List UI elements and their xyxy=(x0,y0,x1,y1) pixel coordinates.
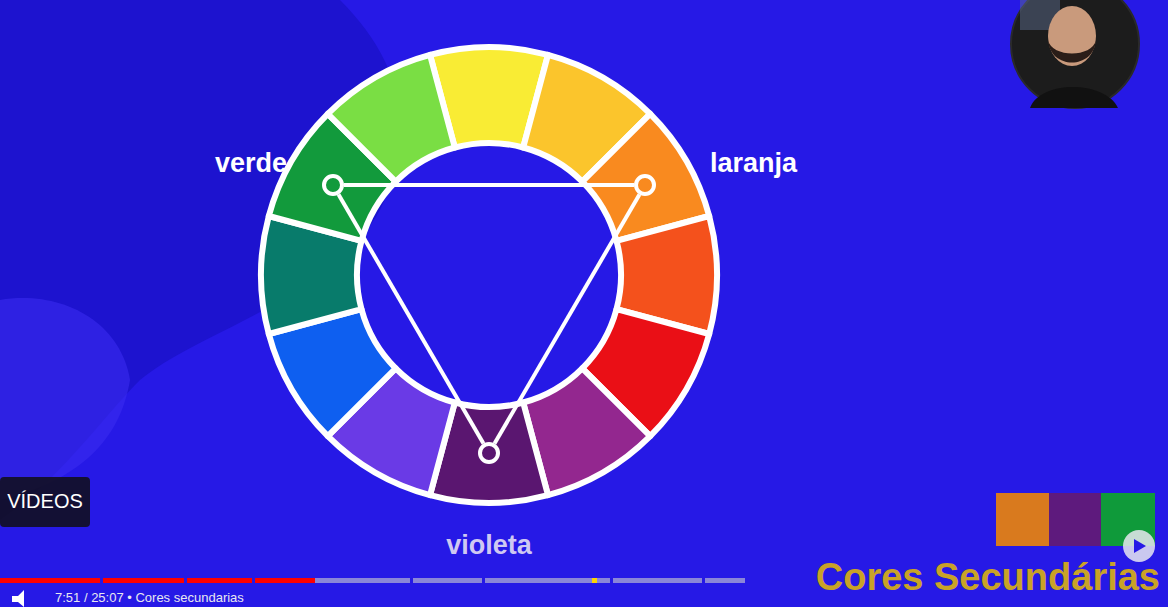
video-caption: Cores Secundárias xyxy=(816,554,1160,600)
color-marker: violeta xyxy=(478,442,500,464)
player-time: 7:51 / 25:07 • Cores secundarias xyxy=(55,590,244,606)
chip-text: VÍDEOS xyxy=(0,489,90,513)
color-name: laranja xyxy=(710,147,797,179)
triangle-side xyxy=(495,195,640,444)
triangle-side xyxy=(344,185,634,186)
color-name: violeta xyxy=(446,529,532,561)
color-name: verde xyxy=(215,147,287,179)
triangle-side xyxy=(339,195,484,444)
color-marker: verde xyxy=(322,174,344,196)
color-marker: laranja xyxy=(634,174,656,196)
